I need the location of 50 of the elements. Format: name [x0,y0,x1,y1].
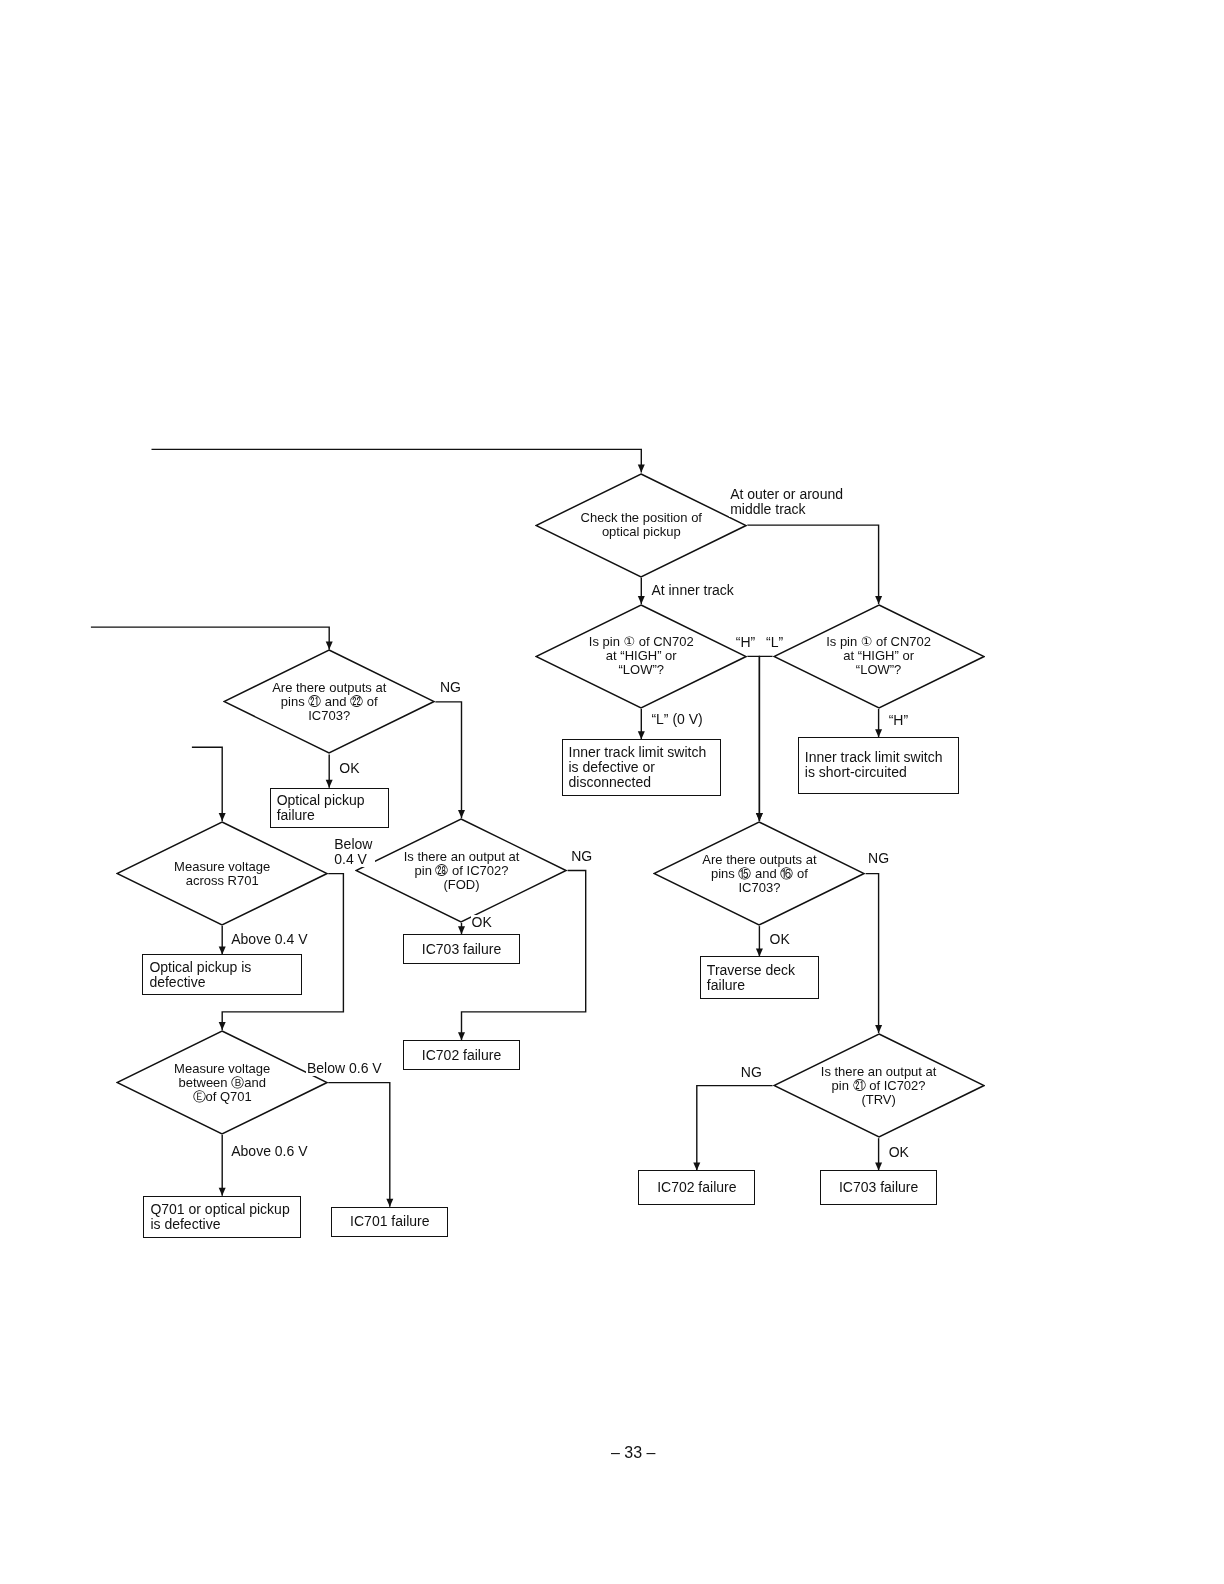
edge-label: “H” [734,634,757,650]
process-box: IC702 failure [638,1170,756,1205]
process-box: Optical pickup failure [269,787,389,829]
arrow [746,524,883,605]
arrow [325,753,333,789]
edge-label: Below 0.4 V [333,837,376,868]
arrow [755,655,774,822]
edge-label: NG [570,848,594,864]
edge-label: OK [768,931,791,947]
process-box: Inner track limit switch is defective or disconnected [561,739,722,796]
edge-label: NG [867,850,891,866]
edge-label: OK [887,1144,910,1160]
arrow [875,708,883,738]
process-box: IC703 failure [402,934,521,965]
process-box: Inner track limit switch is short-circuited [797,737,960,794]
arrow [150,448,645,474]
process-box: IC701 failure [331,1206,449,1238]
process-box: Q701 or optical pickup is defective [143,1195,301,1239]
arrow [875,1137,883,1172]
arrow [218,925,226,956]
edge-label: “L” [765,634,785,650]
decision-diamond: Are there outputs at pins ⑮ and ⑯ of IC703? [653,821,866,927]
arrow [637,708,645,740]
arrow [458,922,465,935]
arrow [864,872,883,1034]
process-box: IC702 failure [402,1040,521,1071]
decision-diamond: Measure voltage across R701 [116,821,329,927]
arrow [90,626,333,651]
edge-label: Above 0.4 V [230,931,309,947]
edge-label: OK [470,914,493,930]
decision-diamond: Are there outputs at pins ㉑ and ㉒ of IC703? [223,649,436,755]
arrow [755,925,763,958]
process-box: Optical pickup is defective [142,954,302,995]
edge-label: “H” [887,712,910,728]
page-number: – 33 – [610,1444,656,1463]
arrow [218,1134,226,1197]
edge-label: Below 0.6 V [306,1060,383,1076]
arrow [434,701,465,819]
arrow [458,869,587,1041]
arrow [693,1084,774,1172]
arrow [218,872,345,1031]
edge-label: “L” (0 V) [650,711,704,727]
edge-label: Above 0.6 V [230,1143,309,1159]
process-box: Traverse deck failure [699,956,819,999]
arrow [637,577,645,605]
arrow [327,1081,394,1208]
process-box: IC703 failure [820,1170,938,1205]
edge-label: NG [739,1065,763,1080]
arrow [191,746,226,822]
decision-diamond: Is there an output at pin ㉑ of IC702? (TRV) [772,1033,985,1139]
